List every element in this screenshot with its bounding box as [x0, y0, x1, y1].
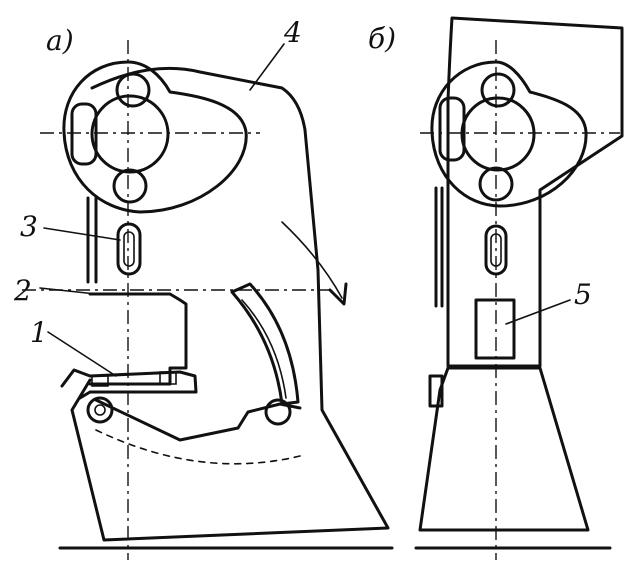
rotation-arrow-head: [328, 282, 348, 306]
stroke-slot-inner: [123, 231, 135, 267]
front-cam-slot: [438, 96, 466, 162]
left-guide-bar: [86, 196, 98, 284]
front-base: [418, 366, 590, 532]
view-b-press-front: [414, 16, 624, 560]
lever-pivot-left-pin: [94, 404, 106, 416]
inspection-window: [474, 298, 516, 360]
front-cam: [430, 60, 588, 208]
leader-lines: [39, 43, 571, 377]
curved-guide: [230, 282, 300, 406]
lever-pivot-right: [264, 398, 292, 426]
callout-5: 5: [574, 278, 592, 311]
front-stroke-slot-inner: [490, 233, 502, 267]
front-side-bracket: [428, 374, 444, 408]
stroke-slot: [116, 222, 142, 276]
callout-1: 1: [30, 316, 48, 349]
lower-roller: [112, 168, 148, 204]
leader-3: [43, 227, 121, 241]
view-a-press-side: [22, 40, 394, 560]
front-lower-roller: [478, 166, 514, 202]
cam-left-slot: [70, 102, 98, 166]
ram-slide: [88, 292, 188, 386]
front-upper-roller: [480, 72, 516, 108]
upper-roller: [115, 72, 151, 108]
crank-shaft: [90, 94, 170, 174]
view-a-label: а): [46, 24, 74, 57]
leader-2: [39, 287, 97, 295]
table-slots: [91, 371, 177, 387]
leader-1: [47, 331, 117, 377]
lever-pivot-left: [86, 396, 114, 424]
leader-4: [249, 43, 285, 91]
eccentric-cam: [62, 60, 248, 214]
callout-4: 4: [283, 16, 302, 49]
callout-2: 2: [13, 274, 32, 307]
leader-5: [505, 299, 571, 325]
lever-swing-path: [95, 429, 301, 465]
front-housing: [446, 16, 624, 368]
rotation-arrow: [281, 221, 343, 299]
front-shaft: [460, 96, 536, 172]
front-stroke-slot: [484, 224, 508, 276]
callout-3: 3: [20, 210, 38, 243]
front-left-rail: [434, 186, 444, 308]
frame-housing: [70, 66, 390, 542]
bolster-table: [60, 368, 198, 400]
curved-guide-inner: [241, 299, 287, 399]
view-b-label: б): [368, 22, 396, 55]
